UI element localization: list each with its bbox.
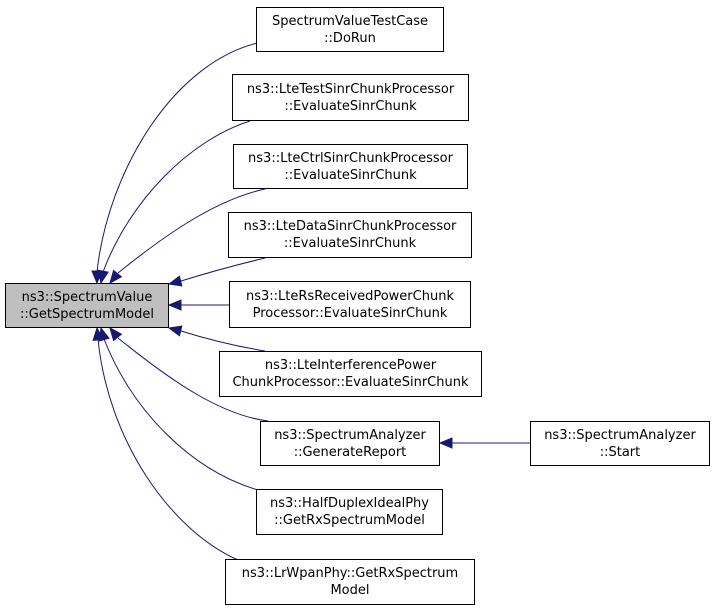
edge-lrwpan (97, 338, 239, 561)
node-spectrumvaluetestcase-dorun[interactable]: SpectrumValueTestCase ::DoRun (256, 7, 444, 52)
arrowhead-icon (92, 326, 104, 341)
node-spectrumanalyzer-start[interactable]: ns3::SpectrumAnalyzer ::Start (530, 421, 710, 466)
node-line: ::GenerateReport (293, 444, 407, 460)
edge-ltedatasinr (180, 257, 266, 282)
node-line: ns3::SpectrumValue (21, 289, 153, 305)
node-line: ns3::LteCtrlSinrChunkProcessor (248, 150, 453, 166)
node-line: ::GetSpectrumModel (20, 306, 154, 322)
edge-ltectrlsinr (117, 188, 266, 274)
node-line: Processor::EvaluateSinrChunk (252, 305, 448, 321)
node-ltetestsinrchunkprocessor[interactable]: ns3::LteTestSinrChunkProcessor ::Evaluat… (232, 74, 469, 121)
node-line: ::Start (599, 444, 641, 460)
arrowhead-icon (109, 269, 123, 285)
node-spectrumvalue-getspectrummodel[interactable]: ns3::SpectrumValue ::GetSpectrumModel (5, 283, 169, 328)
arrowhead-icon (167, 275, 183, 287)
arrowhead-icon (438, 437, 453, 449)
node-lteinterferencepowerchunkprocessor[interactable]: ns3::LteInterferencePower ChunkProcessor… (219, 351, 482, 397)
node-line: Model (330, 583, 370, 598)
node-ltectrlsinrchunkprocessor[interactable]: ns3::LteCtrlSinrChunkProcessor ::Evaluat… (233, 144, 468, 189)
edge-generatereport (117, 337, 269, 422)
arrowhead-icon (167, 325, 183, 337)
edge-lteinterference (180, 330, 266, 352)
node-line: ::DoRun (324, 30, 376, 46)
node-line: ns3::LrWpanPhy::GetRxSpectrum (241, 566, 459, 581)
node-line: ns3::SpectrumAnalyzer (544, 427, 696, 443)
node-halfduplexidealphy-getrxspectrummodel[interactable]: ns3::HalfDuplexIdealPhy ::GetRxSpectrumM… (256, 489, 443, 535)
node-line: ns3::SpectrumAnalyzer (274, 427, 426, 443)
node-line: ::EvaluateSinrChunk (284, 167, 417, 183)
node-ltersreceivedpowerchunkprocessor[interactable]: ns3::LteRsReceivedPowerChunk Processor::… (229, 281, 471, 328)
arrowhead-icon (97, 269, 109, 285)
node-line: ::GetRxSpectrumModel (274, 513, 425, 528)
node-line: SpectrumValueTestCase (271, 13, 429, 29)
edge-ltetestsinr (102, 120, 251, 273)
arrowhead-icon (109, 326, 123, 342)
node-line: ns3::LteDataSinrChunkProcessor (243, 219, 457, 234)
node-line: ::EvaluateSinrChunk (284, 98, 417, 114)
node-line: ::EvaluateSinrChunk (283, 236, 417, 251)
arrowhead-icon (167, 299, 182, 311)
node-line: ns3::LteInterferencePower (264, 358, 437, 373)
node-line: ChunkProcessor::EvaluateSinrChunk (232, 375, 469, 390)
node-line: ns3::HalfDuplexIdealPhy (270, 496, 429, 511)
node-spectrumanalyzer-generatereport[interactable]: ns3::SpectrumAnalyzer ::GenerateReport (260, 421, 440, 466)
node-ltedatasinrchunkprocessor[interactable]: ns3::LteDataSinrChunkProcessor ::Evaluat… (228, 212, 472, 258)
node-line: ns3::LteTestSinrChunkProcessor (246, 81, 455, 97)
node-line: ns3::LteRsReceivedPowerChunk (246, 288, 454, 304)
node-lrwpanphy-getrxspectrummodel[interactable]: ns3::LrWpanPhy::GetRxSpectrum Model (225, 559, 475, 605)
edge-halfduplex (103, 338, 259, 491)
edge-dorun (96, 41, 263, 273)
